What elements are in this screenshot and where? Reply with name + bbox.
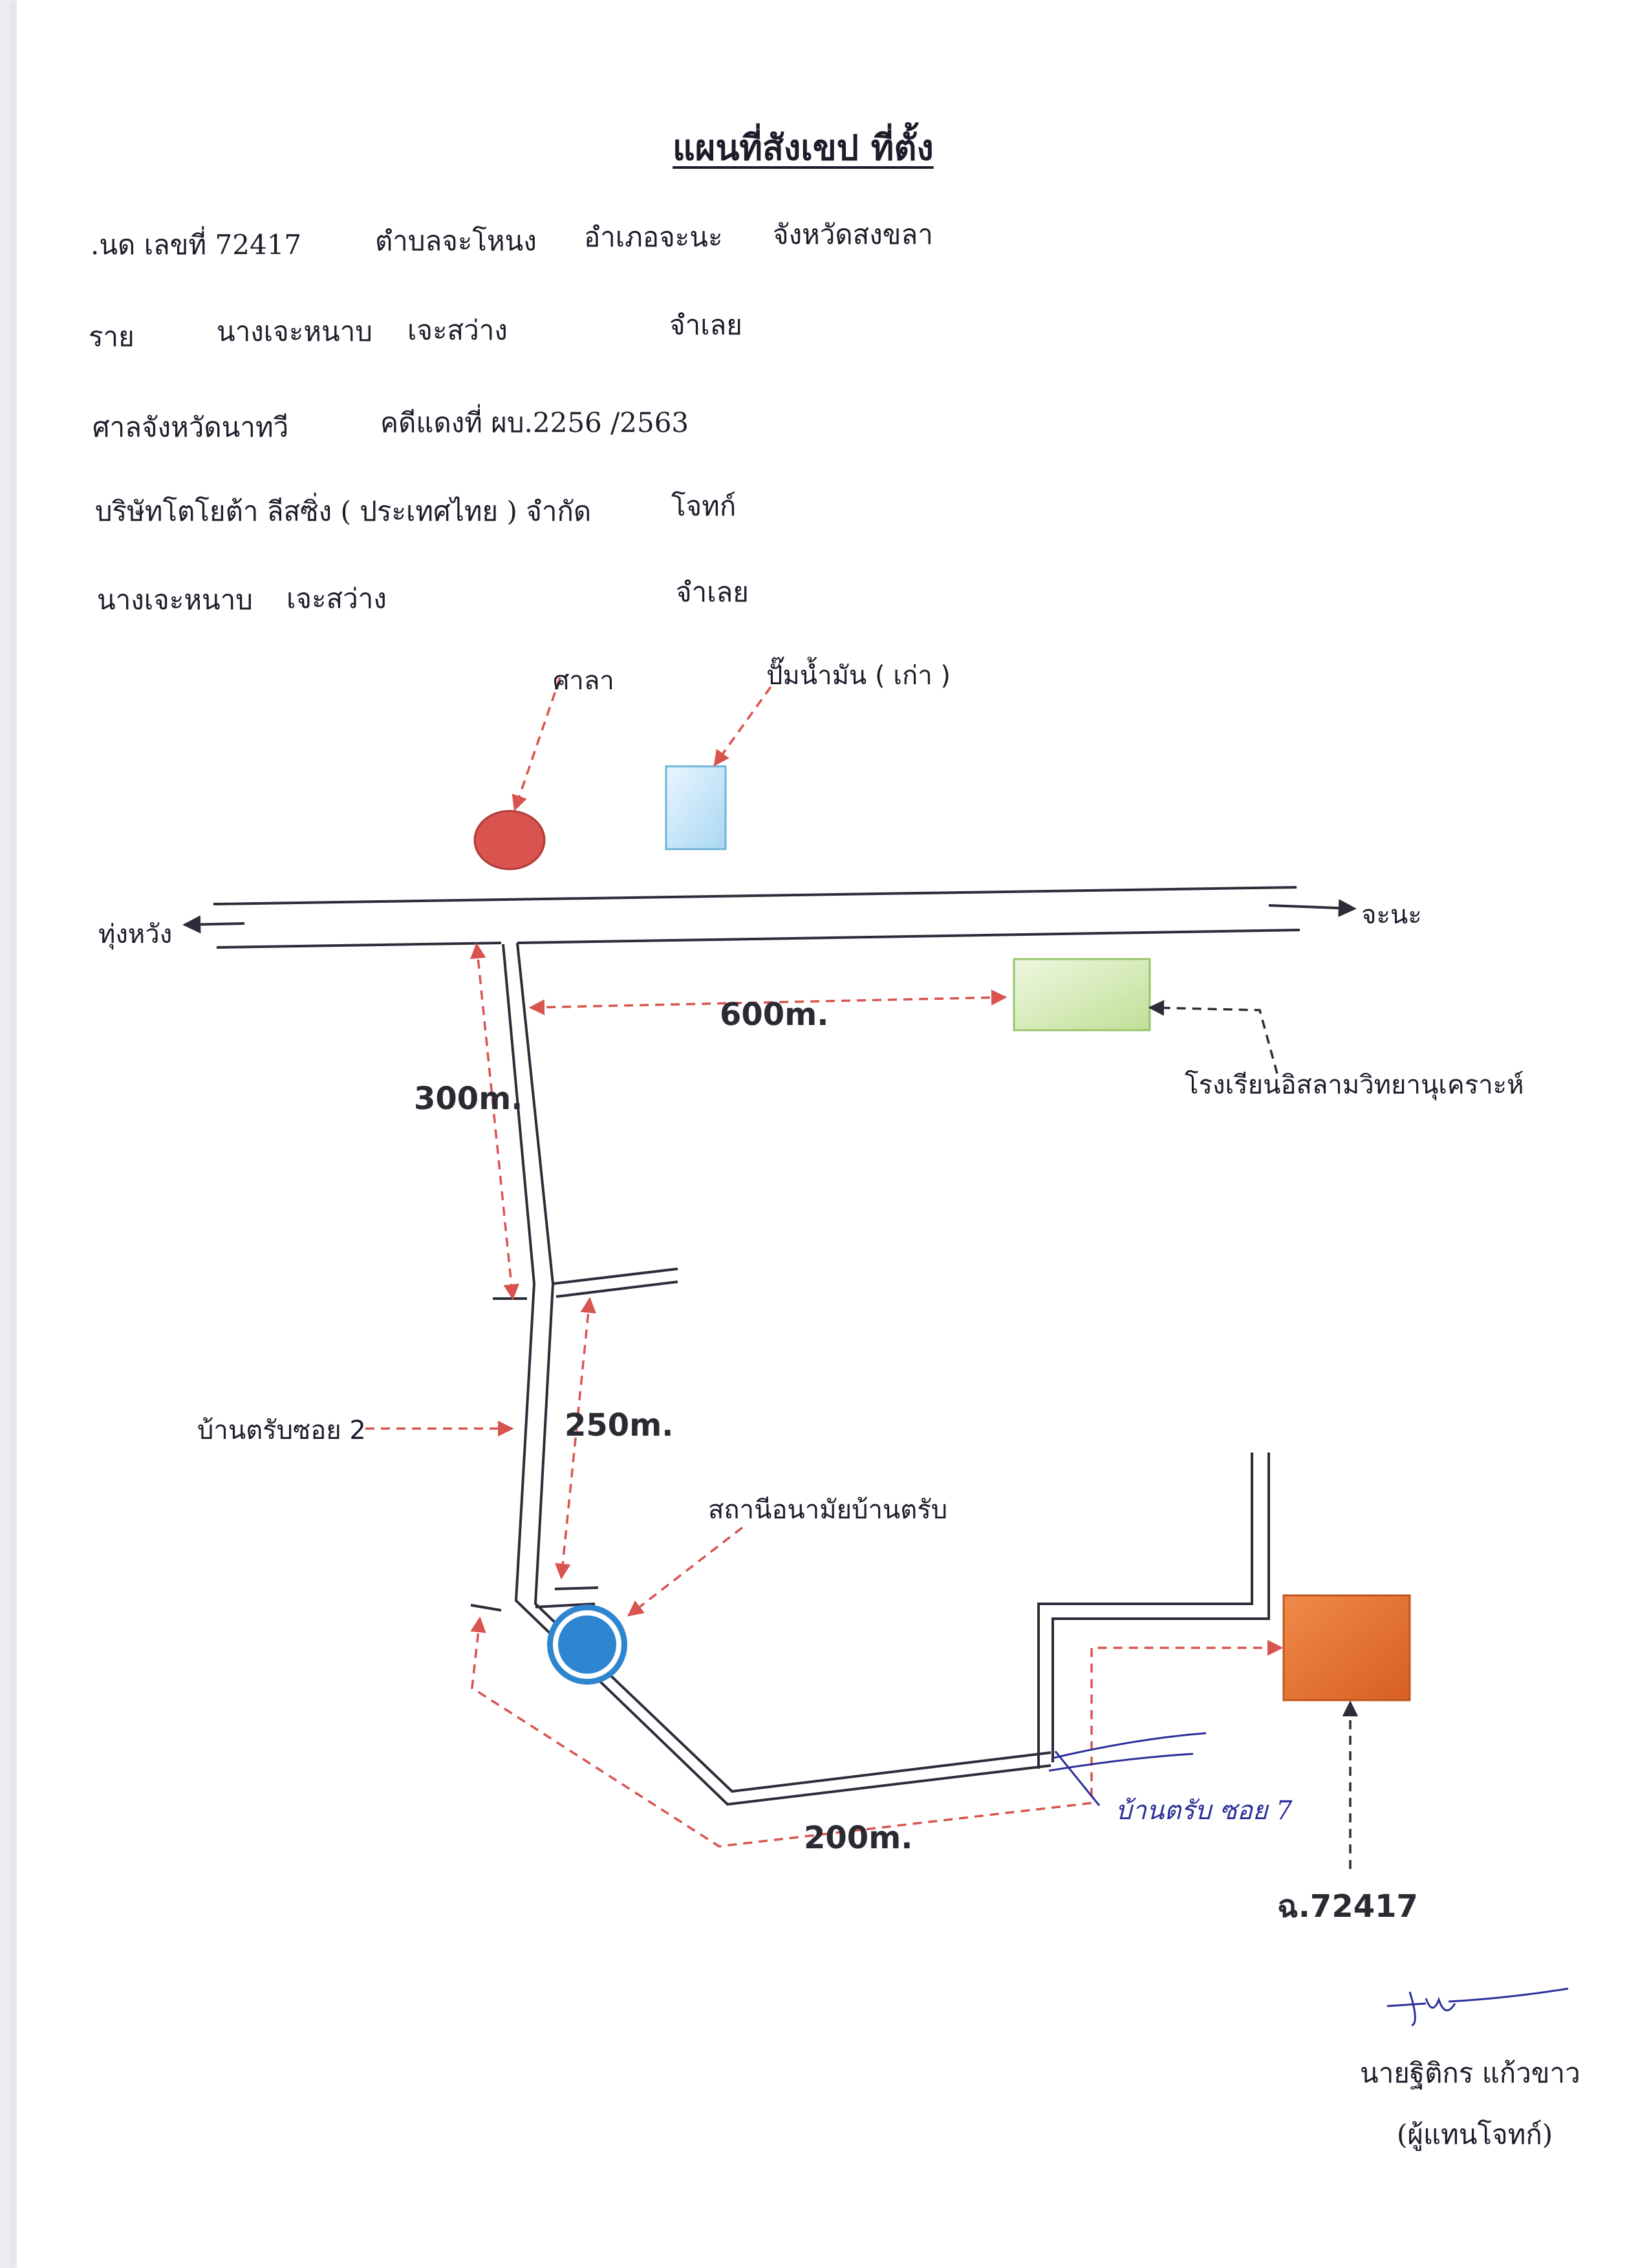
main-road — [213, 886, 1300, 949]
distance-300: 300m. — [414, 1081, 523, 1117]
signature-mark — [1386, 1987, 1569, 2027]
soi7-handwritten-label: บ้านตรับ ซอย 7 — [1116, 1796, 1293, 1826]
side-road — [470, 942, 1270, 1806]
school-icon — [1013, 958, 1151, 1031]
left-destination: ทุ่งหวัง — [98, 920, 173, 949]
signer-role: (ผู้แทนโจทก์) — [1397, 2119, 1553, 2150]
plaintiff-role: โจทก์ — [671, 490, 737, 522]
owner-role: จำเลย — [669, 309, 742, 341]
health-station-icon — [547, 1604, 627, 1685]
document-sheet — [17, 0, 1649, 2268]
signer-name: นายฐิติกร แก้วขาว — [1360, 2057, 1580, 2089]
health-station-label: สถานีอนามัยบ้านตรับ — [708, 1495, 948, 1525]
school-pointer — [1148, 1000, 1278, 1074]
defendant-surname: เจะสว่าง — [286, 583, 387, 614]
pavilion-label: ศาลา — [553, 666, 614, 696]
soi7-pen-mark — [1048, 1732, 1207, 1806]
owner-name: นางเจะหนาบ — [217, 316, 372, 347]
pavilion-icon — [473, 810, 546, 870]
right-direction-arrow — [1268, 899, 1357, 918]
owner-surname: เจะสว่าง — [407, 314, 508, 346]
right-destination: จะนะ — [1361, 900, 1422, 930]
pavilion-pointer — [512, 677, 561, 812]
defendant-role: จำเลย — [676, 576, 749, 608]
defendant-name: นางเจะหนาบ — [97, 584, 253, 616]
subdistrict: ตำบลจะโหนง — [375, 225, 537, 257]
distance-200: 200m. — [804, 1820, 913, 1856]
dist-250-arrow — [555, 1297, 596, 1580]
distance-250: 250m. — [565, 1407, 674, 1443]
page-edge — [0, 0, 14, 2268]
gas-station-icon — [665, 765, 727, 850]
gas-station-pointer — [713, 686, 772, 766]
case-number: คดีแดงที่ ผบ.2256 /2563 — [380, 407, 689, 438]
left-direction-arrow — [182, 915, 245, 934]
deed-marker-label: ฉ.72417 — [1277, 1888, 1418, 1925]
district: อำเภอจะนะ — [584, 221, 723, 253]
dist-300-arrow — [470, 942, 519, 1301]
distance-600: 600m. — [720, 997, 829, 1033]
document-title: แผนที่สังเขป ที่ตั้ง — [673, 127, 934, 168]
court-name: ศาลจังหวัดนาทวี — [92, 411, 289, 443]
school-label: โรงเรียนอิสลามวิทยานุเคราะห์ — [1185, 1070, 1524, 1100]
dist-200-arrow — [470, 1616, 1284, 1848]
deed-plot-icon — [1282, 1594, 1411, 1701]
dist-600-arrow — [528, 989, 1008, 1015]
deed-number: .นด เลขที่ 72417 — [91, 229, 302, 261]
owner-prefix: ราย — [89, 321, 135, 352]
health-station-pointer — [627, 1526, 744, 1617]
gas-station-label: ปั๊มน้ำมัน ( เก่า ) — [766, 661, 951, 691]
plaintiff-name: บริษัทโตโยต้า ลีสซิ่ง ( ประเทศไทย ) จำกั… — [95, 495, 592, 527]
province: จังหวัดสงขลา — [773, 219, 933, 250]
soi2-label: บ้านตรับซอย 2 — [197, 1416, 366, 1445]
